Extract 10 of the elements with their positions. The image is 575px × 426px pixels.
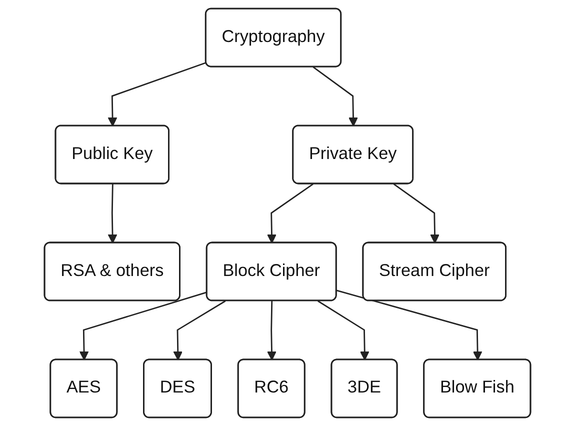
arrow xyxy=(336,290,482,360)
arrow xyxy=(79,292,208,360)
arrow xyxy=(108,184,118,244)
arrow xyxy=(318,300,370,360)
arrow xyxy=(393,183,440,244)
arrow xyxy=(267,300,276,360)
arrow xyxy=(267,183,314,244)
arrow xyxy=(173,300,226,360)
arrow xyxy=(312,66,358,127)
arrow xyxy=(108,62,206,127)
